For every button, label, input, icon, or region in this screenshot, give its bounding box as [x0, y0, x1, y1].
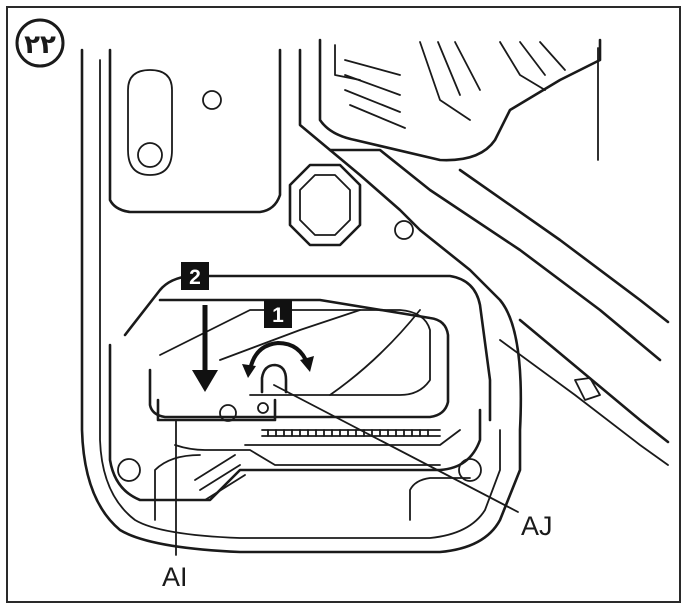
- tool-body-outline: [80, 48, 523, 554]
- knob-AJ: [260, 363, 288, 394]
- callout-AI: AI: [162, 562, 188, 592]
- badge-2-text: 2: [189, 266, 201, 289]
- lever-curve: [329, 309, 421, 396]
- lower-base: [108, 343, 482, 502]
- rotate-arrowhead-right: [300, 356, 314, 372]
- badge-1-text: 1: [272, 304, 284, 327]
- lever-pin-right: [257, 402, 269, 414]
- step-number-text: ٢٢: [24, 30, 56, 60]
- lever-diagonal: [219, 309, 361, 361]
- serrated-rail: [261, 429, 441, 437]
- diagonal-rail-outer: [328, 148, 662, 362]
- lever-surface: [159, 309, 431, 396]
- upper-screw: [202, 90, 222, 110]
- diagonal-rail-middle: [458, 168, 670, 324]
- lower-right-screw: [458, 458, 482, 482]
- lever-housing: [123, 274, 492, 422]
- lower-left-screw: [117, 458, 141, 482]
- lower-channel: [174, 444, 441, 466]
- upper-left-panel: [108, 48, 282, 214]
- badge-1: 1: [264, 300, 292, 328]
- octagon-feature: [288, 163, 362, 247]
- callout-AJ: AJ: [521, 511, 553, 541]
- lower-bottom-frame: [154, 454, 471, 521]
- leader-line-AJ: [273, 384, 519, 513]
- step-number-badge: ٢٢: [15, 18, 65, 68]
- grip-ridges: [194, 454, 246, 501]
- rotate-arrow: [248, 340, 310, 371]
- diagonal-rail-lower: [518, 318, 670, 444]
- middle-screw: [394, 220, 414, 240]
- push-down-arrowhead: [192, 370, 218, 392]
- serration-teeth: [267, 429, 429, 437]
- badge-2: 2: [181, 262, 209, 290]
- lever-pin-left: [219, 404, 237, 422]
- rotate-arrowhead-left: [242, 364, 256, 378]
- upper-left-slot: [127, 69, 173, 176]
- diagonal-rail-lower-inner: [499, 339, 669, 466]
- motor-vents: [334, 41, 566, 129]
- upper-slot-screw: [137, 142, 163, 168]
- tool-body-inner-edge: [99, 59, 501, 539]
- lever-window: [148, 298, 450, 419]
- octagon-inner: [299, 174, 351, 236]
- lever-bar-AI: [156, 398, 277, 422]
- motor-housing: [318, 38, 602, 162]
- rail-bracket: [574, 377, 601, 401]
- lower-channel-2: [244, 429, 461, 446]
